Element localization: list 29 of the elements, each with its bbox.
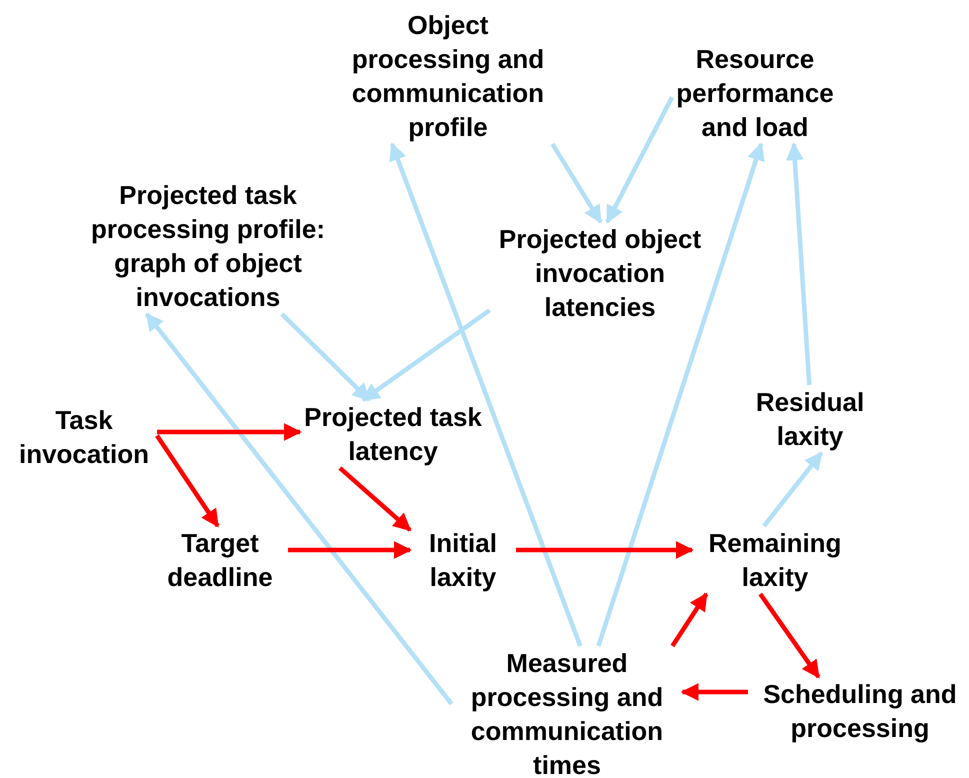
node-label: Measured processing and communication times [454,646,680,778]
arrow [550,142,602,224]
arrow [758,592,820,678]
node-label: Object processing and communication profile [336,8,560,144]
arrow [157,423,302,441]
arrow [516,541,694,559]
node-label: Projected task processing profile: graph of object invocations [83,178,333,314]
arrow [670,592,708,648]
arrow [786,142,812,386]
node-label: Initial laxity [413,526,513,594]
arrow [288,541,412,559]
arrow [596,142,765,647]
node-label: Residual laxity [745,385,875,453]
arrow [144,312,454,706]
arrow [155,434,220,528]
arrow [362,308,491,402]
node-label: Projected task latency [303,400,483,468]
node-label: Resource performance and load [675,42,835,144]
node-label: Scheduling and processing [751,677,969,745]
arrow [605,96,674,224]
arrow [338,466,412,532]
arrow [389,142,582,647]
node-label: Remaining laxity [695,526,855,594]
arrow [680,683,748,701]
node-label: Task invocation [14,403,154,471]
arrow [762,452,824,528]
arrow [280,312,371,402]
node-label: Target deadline [155,526,285,594]
node-label: Projected object invocation latencies [492,222,708,324]
